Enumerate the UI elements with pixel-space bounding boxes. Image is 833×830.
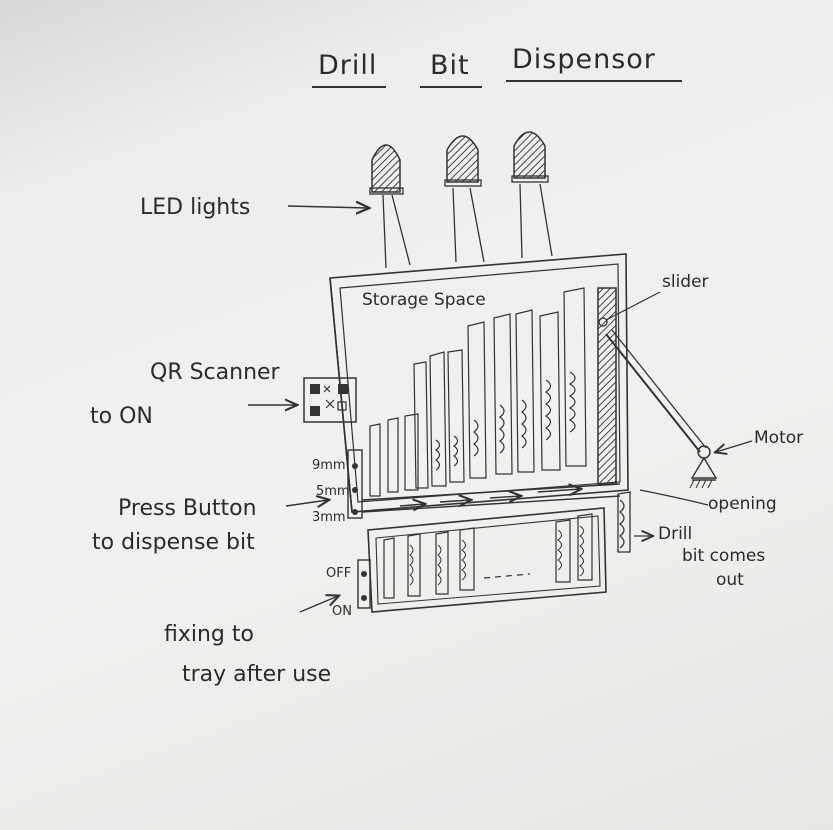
press-button-label: Press Button — [118, 496, 257, 521]
slider-label: slider — [662, 272, 709, 292]
title-underline — [420, 86, 482, 88]
drill-bit-icon — [370, 288, 586, 496]
led-lights-label: LED lights — [140, 195, 250, 220]
title-underline — [506, 80, 682, 82]
slider-bar — [598, 288, 616, 484]
size-5mm-label: 5mm — [316, 484, 350, 499]
on-label: ON — [332, 604, 352, 619]
storage-space-label: Storage Space — [362, 290, 486, 310]
title-word-dispensor: Dispensor — [512, 44, 656, 75]
dispense-bit-label: to dispense bit — [92, 530, 255, 555]
tray-after-use-label: tray after use — [182, 662, 331, 687]
title-word-bit: Bit — [430, 50, 470, 81]
comes-out-label: out — [716, 570, 744, 590]
qr-scanner-label: QR Scanner — [150, 360, 280, 385]
on-off-switch — [358, 560, 370, 608]
bit-comes-label: bit comes — [682, 546, 765, 566]
led-bulb-icon — [445, 136, 484, 262]
off-label: OFF — [326, 566, 351, 581]
drill-bit-out-label: Drill — [658, 524, 692, 544]
led-bulb-icon — [512, 132, 552, 258]
led-arrow — [288, 206, 368, 208]
size-9mm-label: 9mm — [312, 458, 346, 473]
motor-label: Motor — [754, 428, 803, 448]
tray — [368, 508, 606, 612]
size-3mm-label: 3mm — [312, 510, 346, 525]
motor-icon — [690, 446, 716, 488]
title-underline — [312, 86, 386, 88]
opening-label: opening — [708, 494, 777, 514]
fixing-label: fixing to — [164, 622, 254, 647]
qr-on-label: to ON — [90, 404, 153, 429]
led-bulb-icon — [370, 145, 410, 268]
drill-bit-icon — [618, 492, 630, 552]
title-word-drill: Drill — [318, 50, 377, 81]
